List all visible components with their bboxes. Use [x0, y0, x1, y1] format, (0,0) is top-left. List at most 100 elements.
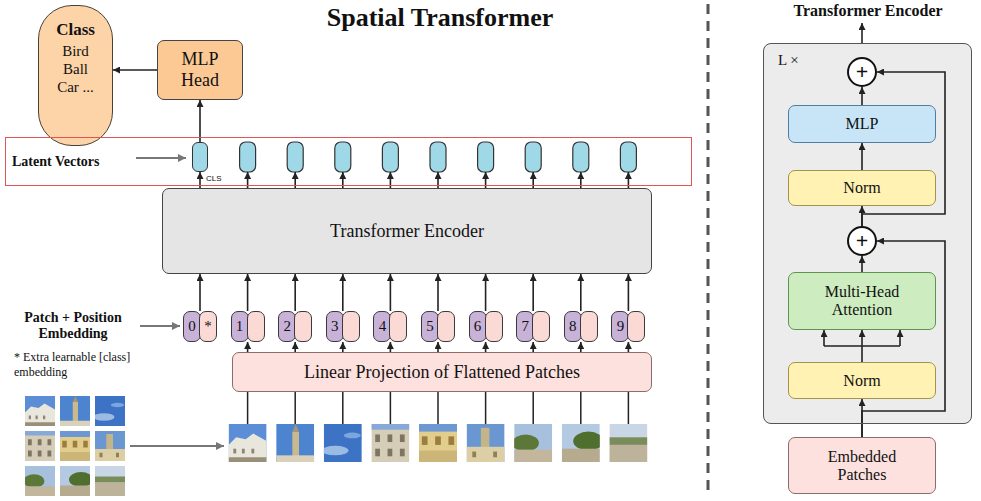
embedding-pair: 7 [516, 311, 550, 342]
connector-line [861, 87, 863, 105]
box-label: Norm [843, 179, 880, 197]
connector [295, 342, 296, 352]
connector-line [532, 342, 534, 352]
position-number: 8 [569, 318, 577, 335]
connector-line [580, 274, 582, 311]
latent-token [620, 142, 636, 172]
class-list: Bird Ball Car ... [55, 42, 97, 96]
box-label: Linear Projection of Flattened Patches [304, 362, 580, 383]
box-label: Norm [843, 372, 880, 390]
label-holder: * Extra learnable [class] embedding [14, 350, 132, 380]
patch-embedding [532, 311, 550, 342]
position-number: 7 [521, 318, 529, 335]
connector [438, 274, 439, 311]
patch-embedding [247, 311, 265, 342]
connector [295, 274, 296, 311]
connector [390, 274, 391, 311]
position-number: 3 [331, 318, 339, 335]
patch-line [628, 392, 630, 424]
connector [580, 342, 581, 352]
patch-line [247, 392, 249, 424]
connector [200, 100, 201, 142]
connector [533, 342, 534, 352]
latent-token [240, 142, 256, 172]
connector [247, 274, 248, 311]
connector-line [823, 330, 825, 346]
panel-heading: Transformer Encoder [768, 1, 968, 20]
position-embedding: 1 [231, 311, 249, 342]
patch-embedding [485, 311, 503, 342]
connector-line [199, 100, 201, 142]
image-patch [609, 424, 647, 462]
image-patch [419, 424, 457, 462]
class-box: ClassBird Ball Car ... [38, 5, 113, 146]
latent-tokens [240, 142, 637, 172]
box-label: MLP Head [174, 49, 226, 91]
connector [342, 274, 343, 311]
patch-lines [248, 392, 629, 424]
image-patch [60, 431, 90, 461]
patch-embedding [342, 311, 360, 342]
pointer-arrow [136, 157, 186, 159]
connector-line [580, 342, 582, 352]
label-holder: Transformer Encoder [768, 1, 968, 20]
connector-line [294, 342, 296, 352]
latent-token [382, 142, 398, 172]
connector-line [342, 342, 344, 352]
connector-line [824, 345, 900, 347]
patch-line [294, 392, 296, 424]
attention-box: Multi-Head Attention [788, 272, 936, 330]
image-patch [512, 424, 552, 462]
connector-line [437, 342, 439, 352]
embedding-pair: 1 [231, 311, 265, 342]
patch-embedding [627, 311, 645, 342]
embedding-pair: 3 [326, 311, 360, 342]
encoder-box: Transformer Encoder [162, 188, 652, 274]
patch-line [580, 392, 582, 424]
patch-line [532, 392, 534, 424]
flatten-arrow [130, 445, 224, 447]
position-number: 2 [283, 318, 291, 335]
latent-token [335, 142, 351, 172]
patch-line [437, 392, 439, 424]
norm-box: Norm [788, 170, 936, 206]
mlp-head-box: MLP Head [157, 40, 243, 100]
position-number: 4 [379, 318, 387, 335]
image-patch [25, 431, 55, 461]
embedding-pair: 9 [611, 311, 645, 342]
pointer-arrow [140, 325, 180, 327]
connector-line [628, 342, 630, 352]
image-patch [371, 424, 409, 462]
image-patch [25, 396, 55, 426]
image-grid [24, 396, 126, 496]
connector-line [390, 342, 392, 352]
add-symbol: + [856, 61, 869, 83]
connector [533, 274, 534, 311]
connector [200, 274, 201, 311]
connector-line [294, 274, 296, 311]
connector [485, 342, 486, 352]
connector-line [485, 274, 487, 311]
position-number: 6 [474, 318, 482, 335]
connector [580, 274, 581, 311]
class-marker: * [204, 318, 212, 335]
image-patch [467, 424, 505, 462]
image-patch [24, 466, 56, 496]
band-label: Latent Vectors [12, 153, 100, 170]
token-label: CLS [206, 174, 222, 183]
mlp-box: MLP [788, 105, 936, 143]
connector-line [532, 274, 534, 311]
connector-line [247, 274, 249, 311]
box-label: Multi-Head Attention [810, 283, 914, 319]
connector [342, 342, 343, 352]
connector [862, 256, 863, 272]
box-label: MLP [846, 115, 879, 133]
image-patch [60, 466, 93, 496]
connector-line [861, 143, 863, 170]
connector-line [862, 241, 945, 437]
latent-token [287, 142, 303, 172]
position-number: 1 [236, 318, 244, 335]
projection-box: Linear Projection of Flattened Patches [232, 352, 652, 392]
repeat-label: L × [778, 51, 799, 69]
